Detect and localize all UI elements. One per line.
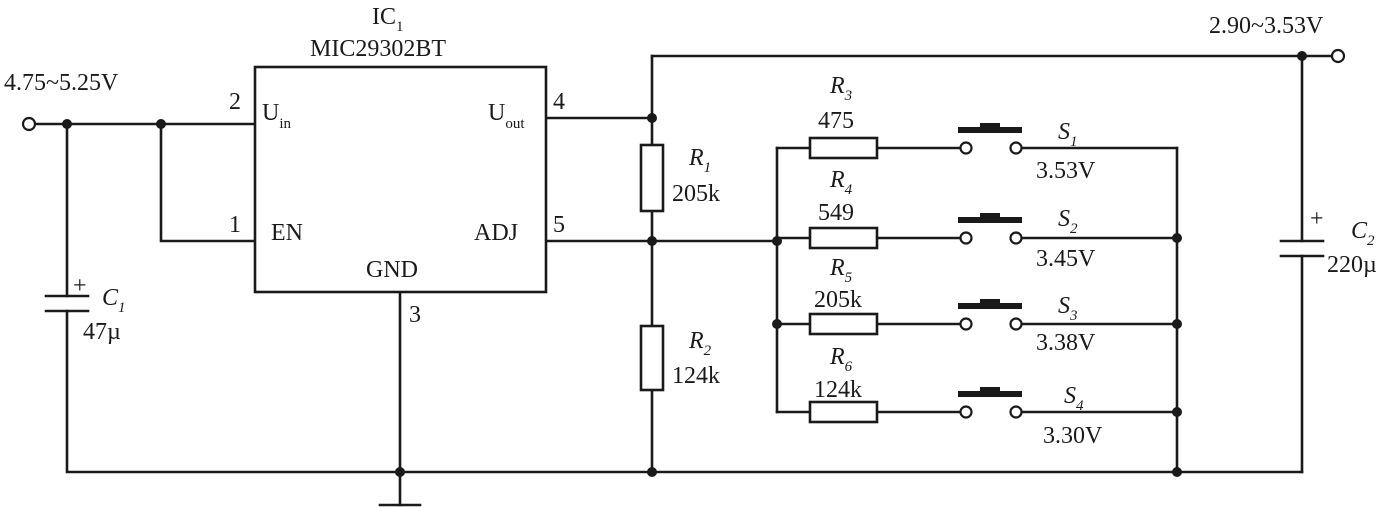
r1-designator: R1 bbox=[688, 145, 711, 176]
s1-setting: 3.53V bbox=[1036, 158, 1096, 184]
r2-symbol bbox=[639, 324, 665, 392]
junction-dot-3 bbox=[647, 113, 657, 123]
s2-right-contact bbox=[1009, 231, 1023, 245]
r4-designator: R4 bbox=[829, 167, 853, 198]
s3-right-contact bbox=[1009, 317, 1023, 331]
r1-symbol bbox=[639, 143, 665, 213]
c2-value: 220µ bbox=[1327, 252, 1377, 278]
pin-number-uin: 2 bbox=[229, 89, 241, 115]
s3-setting: 3.38V bbox=[1036, 330, 1096, 356]
r4-symbol bbox=[808, 226, 879, 250]
s3-actuator-bar bbox=[958, 303, 1022, 309]
wires bbox=[30, 54, 1334, 507]
ic-part-number: MIC29302BT bbox=[310, 36, 446, 62]
pin-label-adj: ADJ bbox=[474, 220, 518, 246]
s1-left-contact bbox=[959, 141, 973, 155]
junction-dot-11 bbox=[1172, 407, 1182, 417]
pin-number-en: 1 bbox=[229, 212, 241, 238]
r2-designator: R2 bbox=[688, 328, 712, 359]
s2-left-contact bbox=[959, 231, 973, 245]
s3-left-contact bbox=[959, 317, 973, 331]
c2-polarity: + bbox=[1310, 206, 1324, 232]
junction-dot-4 bbox=[647, 236, 657, 246]
ground-bus bbox=[65, 309, 1304, 474]
ic-body bbox=[253, 65, 548, 294]
r4-value: 549 bbox=[818, 200, 854, 226]
c1-value: 47µ bbox=[83, 319, 121, 345]
junction-dot-2 bbox=[156, 119, 166, 129]
components bbox=[21, 48, 1346, 477]
enable-tie-wire bbox=[159, 122, 257, 243]
r5-symbol bbox=[808, 312, 879, 336]
r2-value: 124k bbox=[672, 363, 720, 389]
c2-designator: C2 bbox=[1351, 218, 1375, 249]
junction-dot-7 bbox=[647, 467, 657, 477]
r1-value: 205k bbox=[672, 181, 720, 207]
r3-symbol bbox=[808, 136, 879, 160]
junction-dot-9 bbox=[1172, 233, 1182, 243]
output-voltage-label: 2.90~3.53V bbox=[1209, 13, 1324, 39]
s4-setting: 3.30V bbox=[1043, 423, 1103, 449]
s2-actuator-bar bbox=[958, 217, 1022, 223]
r5-designator: R5 bbox=[829, 255, 853, 286]
labels: IC1 MIC29302BT Uin EN Uout ADJ GND 2 1 4… bbox=[4, 4, 1377, 449]
s1-designator: S1 bbox=[1058, 119, 1078, 150]
s4-right-contact bbox=[1009, 405, 1023, 419]
junction-dot-8 bbox=[395, 467, 405, 477]
s3-actuator-knob bbox=[980, 299, 1000, 305]
r5-value: 205k bbox=[814, 287, 862, 313]
s4-left-contact bbox=[959, 405, 973, 419]
junction-dot-5 bbox=[772, 236, 782, 246]
r6-designator: R6 bbox=[829, 344, 853, 375]
pin-label-gnd: GND bbox=[366, 257, 418, 283]
c1-designator: C1 bbox=[102, 285, 126, 316]
s1-right-contact bbox=[1009, 141, 1023, 155]
r3-designator: R3 bbox=[829, 73, 852, 104]
pin-label-en: EN bbox=[271, 220, 303, 246]
pin-number-gnd: 3 bbox=[409, 302, 421, 328]
junction-dot-12 bbox=[1172, 467, 1182, 477]
r6-value: 124k bbox=[814, 377, 862, 403]
s3-designator: S3 bbox=[1058, 293, 1078, 324]
c1-polarity: + bbox=[73, 273, 87, 299]
output-terminal bbox=[1330, 48, 1346, 64]
s1-actuator-knob bbox=[980, 123, 1000, 129]
s2-setting: 3.45V bbox=[1036, 246, 1096, 272]
pin-label-uin: Uin bbox=[262, 100, 292, 132]
pin-number-uout: 4 bbox=[553, 89, 565, 115]
s2-actuator-knob bbox=[980, 213, 1000, 219]
junction-dot-6 bbox=[772, 319, 782, 329]
junction-dot-13 bbox=[1297, 51, 1307, 61]
ic-designator: IC1 bbox=[372, 4, 404, 35]
pin-number-adj: 5 bbox=[553, 212, 565, 238]
s1-actuator-bar bbox=[958, 127, 1022, 133]
s4-actuator-knob bbox=[980, 387, 1000, 393]
junction-dot-10 bbox=[1172, 319, 1182, 329]
r3-value: 475 bbox=[818, 108, 854, 134]
input-voltage-label: 4.75~5.25V bbox=[4, 70, 119, 96]
s4-designator: S4 bbox=[1064, 383, 1084, 414]
input-terminal bbox=[21, 116, 37, 132]
pin-label-uout: Uout bbox=[488, 100, 525, 132]
s4-actuator-bar bbox=[958, 391, 1022, 397]
s2-designator: S2 bbox=[1058, 206, 1078, 237]
junction-dot-1 bbox=[62, 119, 72, 129]
r6-symbol bbox=[808, 400, 879, 424]
